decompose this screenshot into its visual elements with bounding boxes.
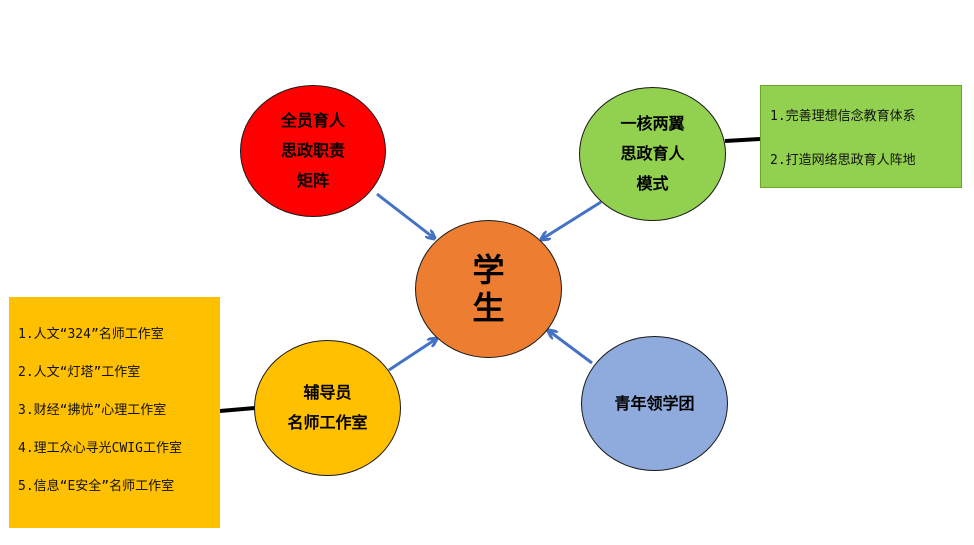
node-label-line: 矩阵 [296,171,329,190]
node-label-line: 生 [472,289,505,327]
node-label-line: 思政育人 [620,144,685,163]
info-box-item: 1.完善理想信念教育体系 [770,109,916,124]
node-label-line: 青年领学团 [614,393,695,413]
connector-line-left [219,406,256,413]
node-youth-study-group: 青年领学团 [581,336,728,471]
node-all-staff-education: 全员育人 思政职责 矩阵 [240,85,386,217]
info-box-item: 1.人文“324”名师工作室 [18,327,164,342]
node-counselor-studio: 辅导员 名师工作室 [254,340,401,476]
node-one-core-two-wings: 一核两翼 思政育人 模式 [579,87,726,221]
node-student: 学 生 [415,220,562,358]
info-box-right: 1.完善理想信念教育体系 2.打造网络思政育人阵地 [760,85,962,188]
node-label-line: 辅导员 [303,383,352,402]
node-label-line: 一核两翼 [620,114,685,133]
arrow-top-right [542,200,602,239]
node-label-line: 名师工作室 [287,413,368,432]
info-box-item: 2.打造网络思政育人阵地 [770,153,916,168]
node-label-line: 全员育人 [280,111,345,130]
arrow-bottom-left [388,339,436,372]
node-label-line: 学 [472,251,505,289]
info-box-left: 1.人文“324”名师工作室 2.人文“灯塔”工作室 3.财经“拂忧”心理工作室… [9,297,220,528]
info-box-item: 3.财经“拂忧”心理工作室 [18,403,167,418]
info-box-item: 4.理工众心寻光CWIG工作室 [18,441,182,456]
node-label-line: 模式 [636,174,669,193]
info-box-item: 5.信息“E安全”名师工作室 [18,479,175,494]
arrow-top-left [376,192,434,238]
info-box-item: 2.人文“灯塔”工作室 [18,365,141,380]
connector-line-right [724,137,761,143]
node-label-line: 思政职责 [280,141,345,160]
arrow-bottom-right [549,331,593,365]
